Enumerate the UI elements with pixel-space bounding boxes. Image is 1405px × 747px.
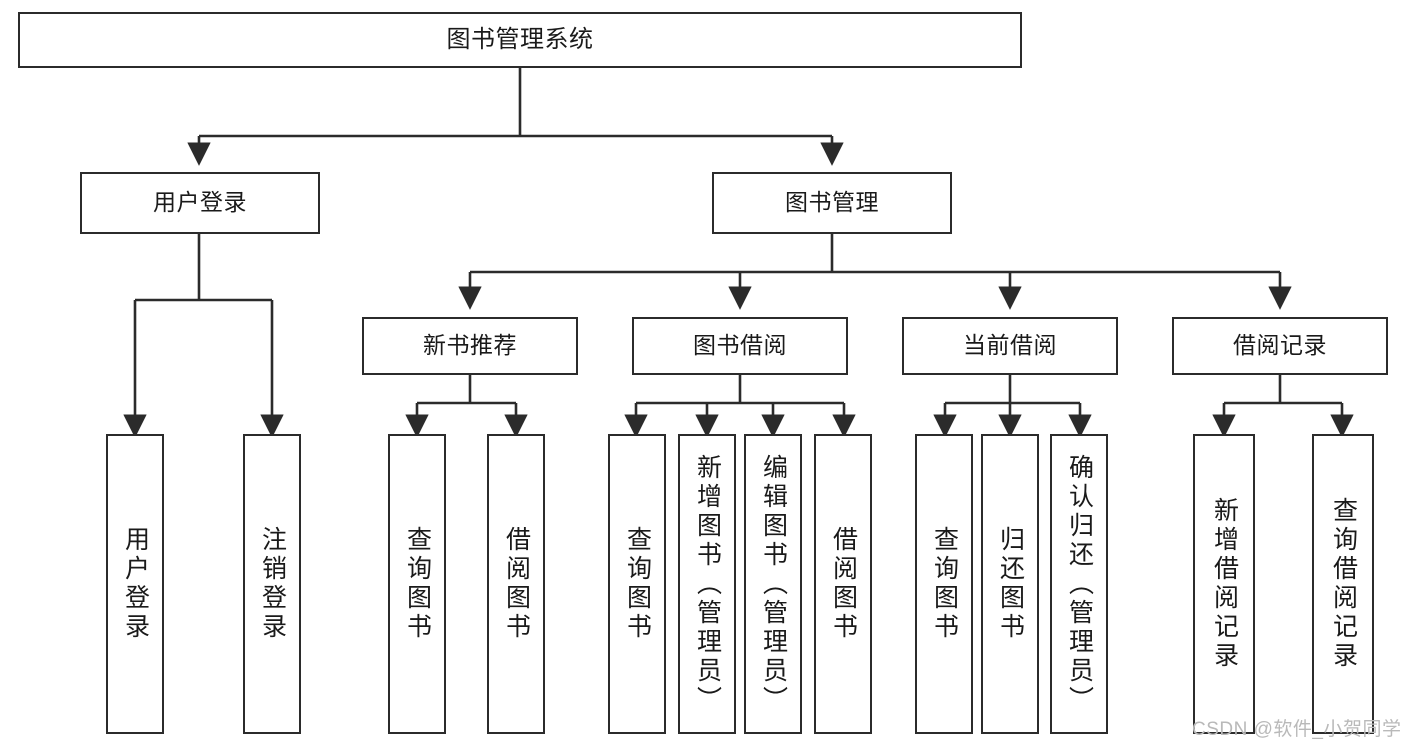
node-leaf-borrow-book-2-label: 借阅图书 bbox=[829, 526, 858, 642]
watermark-text: CSDN @软件_小贺同学 bbox=[1192, 719, 1402, 740]
node-leaf-query-book-3-label: 查询图书 bbox=[930, 526, 959, 642]
node-leaf-add-record-label: 新增借阅记录 bbox=[1210, 497, 1239, 671]
node-leaf-query-record[interactable]: 查询借阅记录 bbox=[1312, 434, 1374, 734]
node-book-management-label: 图书管理 bbox=[785, 189, 879, 216]
node-leaf-user-logout-label: 注销登录 bbox=[258, 526, 287, 642]
node-borrow-record-label: 借阅记录 bbox=[1233, 332, 1327, 359]
node-leaf-query-book-2-label: 查询图书 bbox=[623, 526, 652, 642]
node-new-book-recommend[interactable]: 新书推荐 bbox=[362, 317, 578, 375]
node-leaf-add-book[interactable]: 新增图书（管理员） bbox=[678, 434, 736, 734]
node-borrow-record[interactable]: 借阅记录 bbox=[1172, 317, 1388, 375]
node-leaf-query-book-3[interactable]: 查询图书 bbox=[915, 434, 973, 734]
node-leaf-confirm-return-label: 确认归还（管理员） bbox=[1065, 453, 1094, 715]
node-root[interactable]: 图书管理系统 bbox=[18, 12, 1022, 68]
node-root-label: 图书管理系统 bbox=[446, 25, 594, 53]
node-leaf-add-record[interactable]: 新增借阅记录 bbox=[1193, 434, 1255, 734]
node-leaf-confirm-return[interactable]: 确认归还（管理员） bbox=[1050, 434, 1108, 734]
node-leaf-query-record-label: 查询借阅记录 bbox=[1329, 497, 1358, 671]
node-user-login[interactable]: 用户登录 bbox=[80, 172, 320, 234]
node-book-management[interactable]: 图书管理 bbox=[712, 172, 952, 234]
node-leaf-borrow-book-1[interactable]: 借阅图书 bbox=[487, 434, 545, 734]
node-leaf-user-login[interactable]: 用户登录 bbox=[106, 434, 164, 734]
node-leaf-return-book-label: 归还图书 bbox=[996, 526, 1025, 642]
node-leaf-query-book-2[interactable]: 查询图书 bbox=[608, 434, 666, 734]
node-leaf-return-book[interactable]: 归还图书 bbox=[981, 434, 1039, 734]
node-book-borrow-label: 图书借阅 bbox=[693, 332, 787, 359]
node-leaf-borrow-book-2[interactable]: 借阅图书 bbox=[814, 434, 872, 734]
node-new-book-recommend-label: 新书推荐 bbox=[423, 332, 517, 359]
node-current-borrow-label: 当前借阅 bbox=[963, 332, 1057, 359]
node-leaf-user-login-label: 用户登录 bbox=[121, 526, 150, 642]
node-leaf-add-book-label: 新增图书（管理员） bbox=[693, 453, 722, 715]
node-book-borrow[interactable]: 图书借阅 bbox=[632, 317, 848, 375]
node-leaf-borrow-book-1-label: 借阅图书 bbox=[502, 526, 531, 642]
node-leaf-query-book-1-label: 查询图书 bbox=[403, 526, 432, 642]
node-leaf-edit-book[interactable]: 编辑图书（管理员） bbox=[744, 434, 802, 734]
node-leaf-user-logout[interactable]: 注销登录 bbox=[243, 434, 301, 734]
node-leaf-query-book-1[interactable]: 查询图书 bbox=[388, 434, 446, 734]
node-current-borrow[interactable]: 当前借阅 bbox=[902, 317, 1118, 375]
node-leaf-edit-book-label: 编辑图书（管理员） bbox=[759, 453, 788, 715]
node-user-login-label: 用户登录 bbox=[153, 189, 247, 216]
